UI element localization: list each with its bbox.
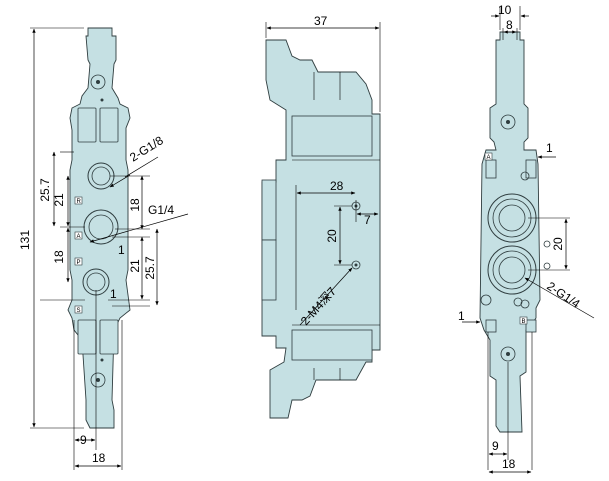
dim-side-hole-x: 28: [330, 179, 344, 193]
dim-right-offset-top: 1: [546, 141, 553, 155]
back-port-labels: A B: [484, 152, 528, 325]
back-port-label-bottom: B: [522, 319, 526, 325]
dim-right-top-width: 10: [498, 3, 512, 17]
side-view-body: [261, 39, 381, 419]
dim-right-port-pitch: 20: [551, 237, 565, 251]
port-label-bottom: S: [77, 308, 81, 314]
port-label-middle: A: [77, 234, 81, 240]
back-port-label-top: A: [487, 155, 491, 161]
dim-small-offset: 1: [118, 243, 125, 257]
front-view: R A P S 131 25.7: [18, 27, 189, 470]
dim-side-hole-offset: 7: [364, 213, 371, 227]
dim-side-hole-pitch: 20: [325, 229, 339, 243]
front-view-body: [67, 27, 131, 429]
dim-side-depth: 37: [314, 14, 328, 28]
dim-right-bottom-width: 18: [502, 457, 516, 471]
dim-right-bottom-offset: 9: [492, 439, 499, 453]
dim-right-top-inner: 8: [506, 18, 513, 32]
dim-upper-port-spacing: 18: [128, 198, 142, 212]
dim-small-offset-lower: 1: [110, 287, 117, 301]
main-port-callout: G1/4: [148, 203, 174, 217]
dim-pitch-lower: 25.7: [143, 256, 157, 280]
dim-right-offset-bottom: 1: [458, 309, 465, 323]
side-view: 37 28 7 20 2-M4深7: [261, 14, 381, 419]
port-label-upper: R: [77, 199, 82, 205]
dim-body-width: 18: [92, 451, 106, 465]
front-view-centerlines: [30, 27, 150, 470]
dim-overall-height: 131: [18, 230, 32, 250]
back-view-body: [479, 31, 551, 433]
back-view: A B 10 8 1 20 2-G1/4 1: [458, 3, 595, 474]
pilot-port-callout: 2-G1/8: [127, 133, 166, 164]
port-label-lower: P: [77, 260, 81, 266]
dim-port-offset: 9: [80, 433, 87, 447]
dim-pitch-upper: 25.7: [38, 178, 52, 202]
front-port-labels: R A P S: [74, 196, 83, 314]
right-ports-callout: 2-G1/4: [544, 279, 583, 311]
dim-lower-port-spacing: 18: [52, 250, 66, 264]
dim-gap-upper: 21: [52, 193, 66, 207]
dim-gap-lower: 21: [128, 259, 142, 273]
